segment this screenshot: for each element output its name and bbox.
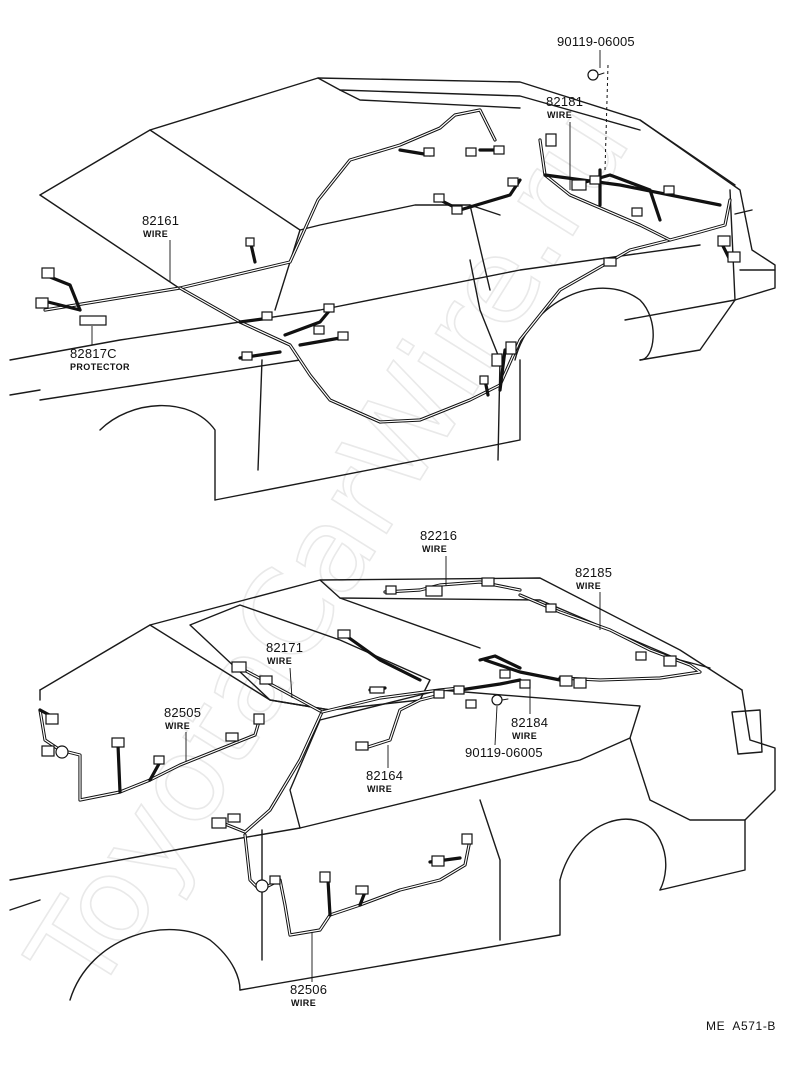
part-name-82181: WIRE (547, 110, 572, 120)
part-number-90119-06005-bottom: 90119-06005 (465, 745, 543, 760)
part-name-82506: WIRE (291, 998, 316, 1008)
part-number-82505: 82505 (164, 705, 201, 720)
upper-bolt (587, 64, 609, 171)
callout-82505: 82505 WIRE (164, 705, 201, 762)
lower-harness-82164 (363, 693, 442, 750)
callout-82181: 82181 WIRE (546, 94, 583, 190)
lower-harness-82185 (518, 593, 702, 682)
callout-bolt-top: 90119-06005 (557, 34, 635, 68)
upper-car-body (9, 77, 776, 501)
part-number-82181: 82181 (546, 94, 583, 109)
lower-harness-82184 (458, 654, 562, 692)
lower-harness-82171 (218, 633, 462, 834)
part-name-82164: WIRE (367, 784, 392, 794)
upper-harness-82181 (538, 138, 732, 262)
callout-82171: 82171 WIRE (266, 640, 303, 699)
upper-connectors (35, 133, 741, 385)
part-number-82185: 82185 (575, 565, 612, 580)
part-number-90119-06005-top: 90119-06005 (557, 34, 635, 49)
part-number-82216: 82216 (420, 528, 457, 543)
callout-82184: 82184 WIRE (511, 686, 548, 741)
lower-connectors (41, 577, 677, 895)
callout-82185: 82185 WIRE (575, 565, 612, 630)
callout-82506: 82506 WIRE (290, 932, 327, 1008)
callout-82161: 82161 WIRE (142, 213, 179, 282)
lower-harness-82216 (383, 580, 522, 594)
callout-82817c: 82817C PROTECTOR (70, 326, 130, 372)
part-name-82184: WIRE (512, 731, 537, 741)
upper-harness-82161 (38, 108, 672, 424)
part-number-82817c: 82817C (70, 346, 117, 361)
callout-82216: 82216 WIRE (420, 528, 457, 586)
part-name-82505: WIRE (165, 721, 190, 731)
figure-reference: ME A571-B (706, 1019, 776, 1033)
part-number-82161: 82161 (142, 213, 179, 228)
part-name-82817c: PROTECTOR (70, 362, 130, 372)
callout-bolt-bottom: 90119-06005 (465, 705, 543, 760)
part-number-82171: 82171 (266, 640, 303, 655)
part-name-82171: WIRE (267, 656, 292, 666)
part-number-82164: 82164 (366, 768, 403, 783)
part-name-82161: WIRE (143, 229, 168, 239)
lower-car-body (9, 577, 776, 1001)
part-name-82216: WIRE (422, 544, 447, 554)
part-number-82184: 82184 (511, 715, 548, 730)
part-name-82185: WIRE (576, 581, 601, 591)
lower-bolt (491, 694, 509, 706)
part-number-82506: 82506 (290, 982, 327, 997)
lower-harness-82506 (243, 833, 472, 937)
callout-82164: 82164 WIRE (366, 745, 403, 794)
